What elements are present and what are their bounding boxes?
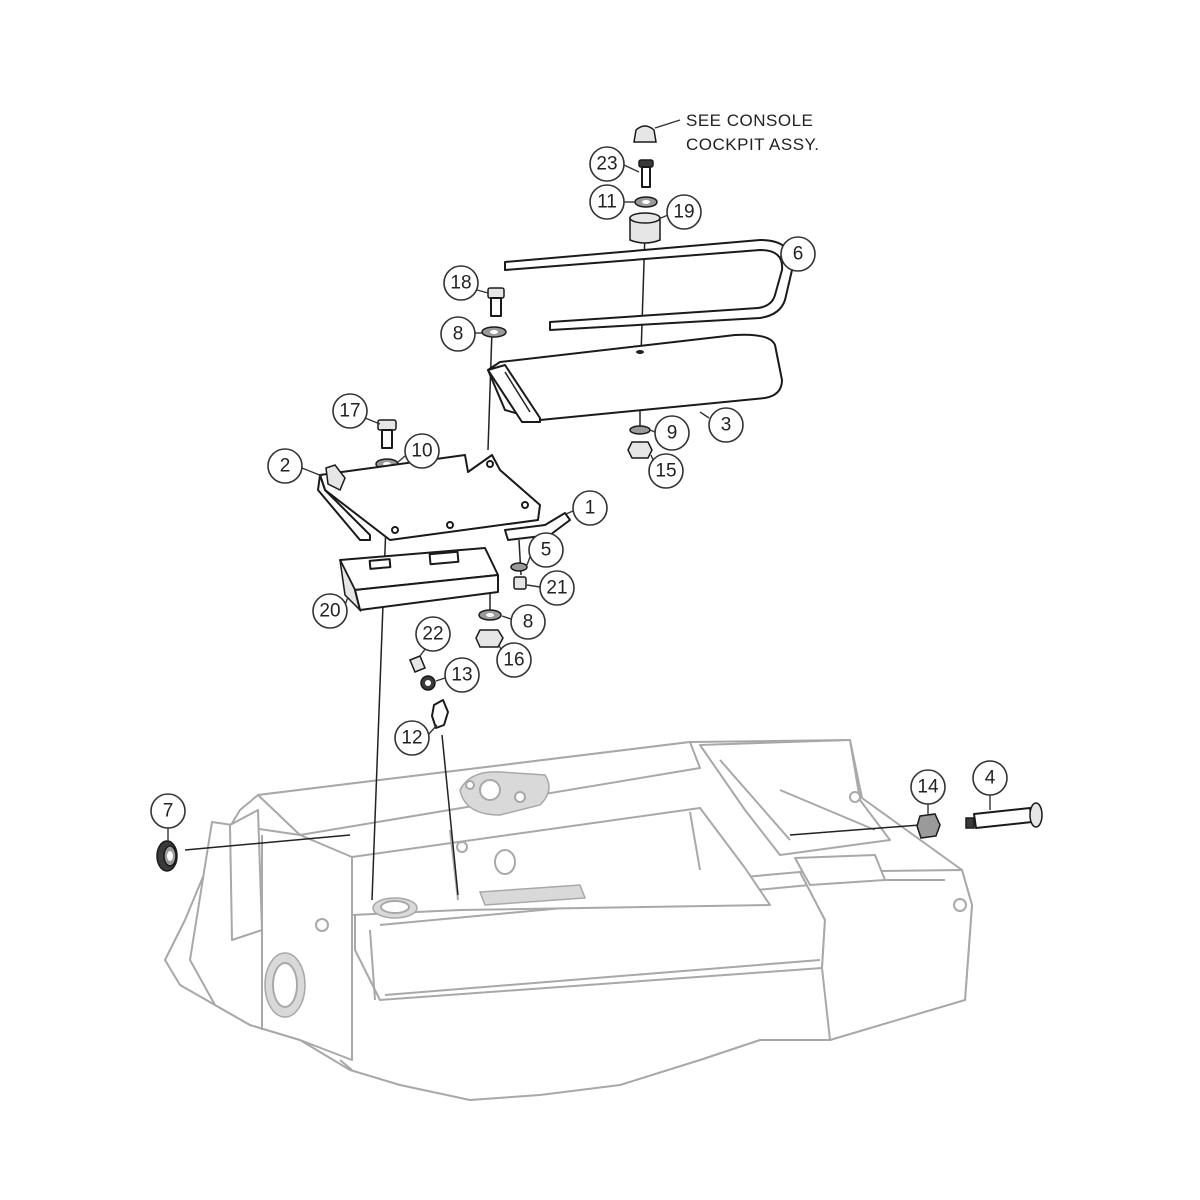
part-8-washer-top [481, 326, 507, 338]
svg-text:21: 21 [546, 578, 567, 599]
callout-15 [648, 453, 684, 489]
part-20-module-box [339, 547, 499, 613]
svg-text:17: 17 [339, 401, 360, 422]
part-2-bracket-plate [317, 454, 541, 541]
callout-5 [528, 532, 564, 568]
part-5-washer [510, 562, 528, 572]
callout-11 [589, 184, 625, 220]
callout-2 [267, 448, 303, 484]
part-12-latch [431, 699, 449, 729]
svg-text:18: 18 [450, 273, 471, 294]
svg-text:15: 15 [655, 461, 676, 482]
svg-text:12: 12 [401, 728, 422, 749]
svg-text:13: 13 [451, 665, 472, 686]
svg-text:1: 1 [585, 498, 596, 519]
part-21-stud [513, 576, 527, 590]
callout-21 [539, 570, 575, 606]
chassis-frame [164, 739, 973, 1101]
callout-19 [666, 194, 702, 230]
part-19-spacer [629, 212, 661, 244]
part-23-screw [638, 159, 654, 188]
svg-text:4: 4 [985, 768, 996, 789]
svg-text:16: 16 [503, 650, 524, 671]
part-8-washer-bottom [478, 609, 502, 621]
part-17-bolt [377, 419, 397, 449]
callout-22 [415, 616, 451, 652]
note-line-2: COCKPIT ASSY. [686, 135, 819, 154]
callout-8-bottom [510, 604, 546, 640]
svg-text:2: 2 [280, 456, 291, 477]
part-22-screw [409, 655, 426, 673]
svg-text:9: 9 [667, 423, 678, 444]
callout-1 [572, 490, 608, 526]
part-14-nut [916, 813, 941, 839]
svg-text:3: 3 [721, 415, 732, 436]
part-6-handle [504, 239, 794, 331]
part-9-washer [629, 425, 651, 435]
callouts: 23 11 19 6 18 8 3 9 15 [150, 146, 1008, 841]
note-line-1: SEE CONSOLE [686, 111, 813, 130]
callout-8-top [440, 316, 476, 352]
callout-18 [443, 265, 479, 301]
callout-9 [654, 415, 690, 451]
callout-10 [404, 433, 440, 469]
callout-14 [910, 769, 946, 805]
part-16-nut [475, 629, 504, 648]
callout-17 [332, 393, 368, 429]
svg-text:6: 6 [793, 244, 804, 265]
svg-text:8: 8 [453, 324, 464, 345]
part-7-bushing [156, 840, 178, 872]
callout-20 [312, 593, 348, 629]
svg-text:5: 5 [541, 540, 552, 561]
part-15-nut [627, 441, 653, 459]
callout-16 [496, 642, 532, 678]
callout-7 [150, 793, 186, 829]
svg-text:10: 10 [411, 441, 432, 462]
callout-13 [444, 657, 480, 693]
svg-text:19: 19 [673, 202, 694, 223]
svg-text:14: 14 [917, 777, 939, 798]
callout-23 [589, 146, 625, 182]
svg-text:22: 22 [422, 624, 443, 645]
reference-note: SEE CONSOLE COCKPIT ASSY. [654, 111, 819, 154]
assembly-lines [184, 231, 921, 901]
part-1-strap [504, 512, 571, 541]
callout-6 [780, 236, 816, 272]
callout-4 [972, 760, 1008, 796]
part-11-washer [634, 196, 658, 208]
svg-text:20: 20 [319, 601, 340, 622]
svg-text:7: 7 [163, 801, 174, 822]
part-18-bolt [487, 287, 505, 317]
callout-12 [394, 720, 430, 756]
svg-text:8: 8 [523, 612, 534, 633]
part-4-pin [965, 802, 1043, 829]
svg-text:11: 11 [597, 192, 617, 213]
part-13-washer [420, 675, 436, 691]
part-3-cover-plate [487, 333, 783, 423]
svg-text:23: 23 [596, 154, 617, 175]
callout-3 [708, 407, 744, 443]
console-knob [633, 125, 657, 143]
